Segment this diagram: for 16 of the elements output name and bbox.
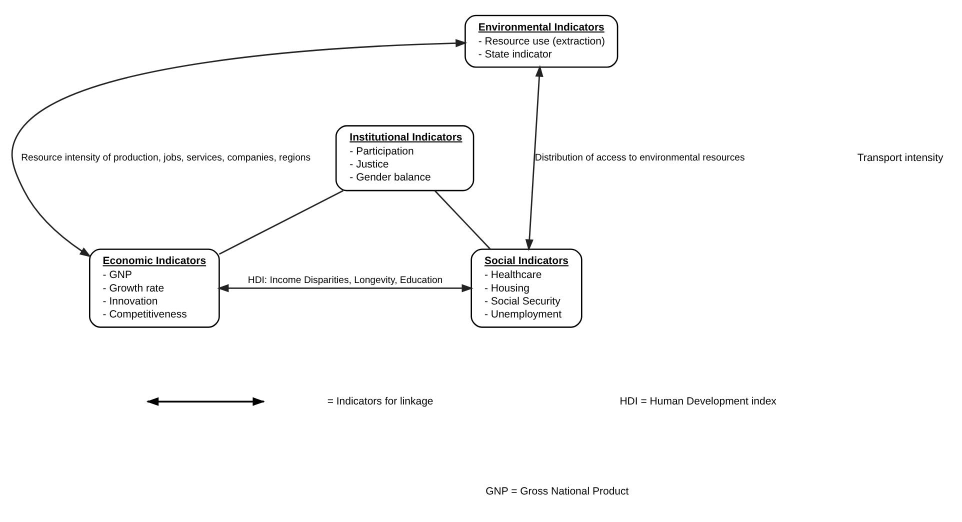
edge-label: Resource intensity of production, jobs, services, companies, regions <box>21 152 311 164</box>
node-box: Social Indicators - Healthcare - Housing - Social Security - Unemployment <box>470 248 582 328</box>
node-box: Institutional Indicators - Participation - Justice - Gender balance <box>335 124 474 191</box>
node-box: Economic Indicators - GNP - Growth rate - Innovation - Competitiveness <box>89 248 220 328</box>
edge-label: Distribution of access to environmental resources <box>534 152 745 164</box>
label: GNP = Gross National Product <box>486 484 629 497</box>
legend-label: = Indicators for linkage <box>327 394 434 407</box>
node-box: Environmental Indicators - Resource use (extraction) - State indicator <box>464 14 618 68</box>
connector <box>434 190 491 250</box>
arrow <box>217 284 474 292</box>
edge-label: HDI: Income Disparities, Longevity, Education <box>248 274 443 286</box>
arrow <box>12 38 468 257</box>
label: HDI = Human Development index <box>620 394 776 407</box>
label: Transport intensity <box>857 151 944 164</box>
arrow <box>525 64 544 250</box>
connector <box>218 190 344 254</box>
